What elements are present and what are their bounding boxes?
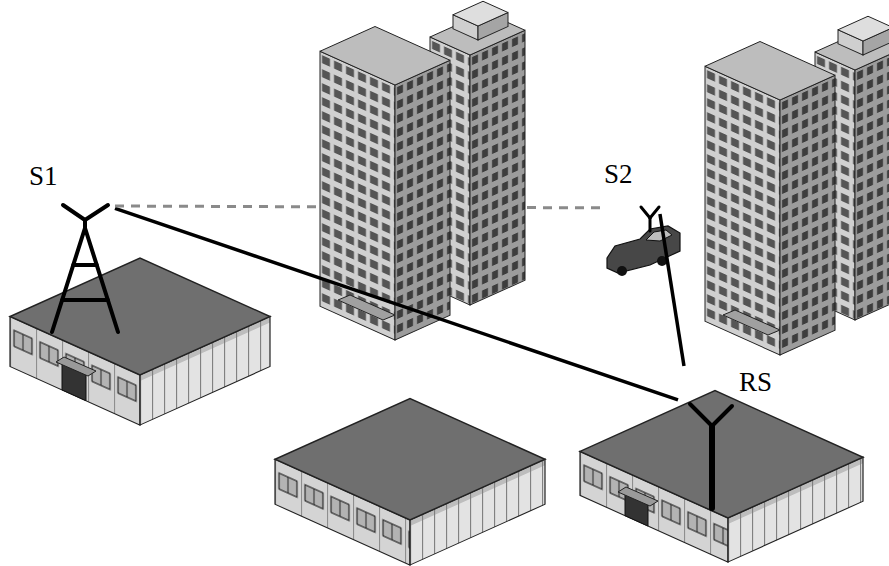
antenna-tower	[52, 205, 118, 332]
blocked-link	[115, 206, 600, 208]
station-name: S1	[29, 162, 58, 192]
relay-antenna	[690, 404, 732, 508]
station-label: S2	[600, 158, 662, 214]
station-label: S1	[25, 160, 115, 210]
tall-building	[705, 16, 889, 355]
radio-link	[115, 208, 678, 400]
station-name: RS	[739, 368, 772, 398]
radio-link	[660, 214, 684, 366]
station-name: S2	[604, 160, 633, 190]
low-building	[275, 399, 545, 566]
car-antenna	[641, 207, 659, 231]
low-building	[10, 258, 270, 425]
low-building	[580, 391, 863, 562]
station-label: RS	[678, 366, 776, 414]
